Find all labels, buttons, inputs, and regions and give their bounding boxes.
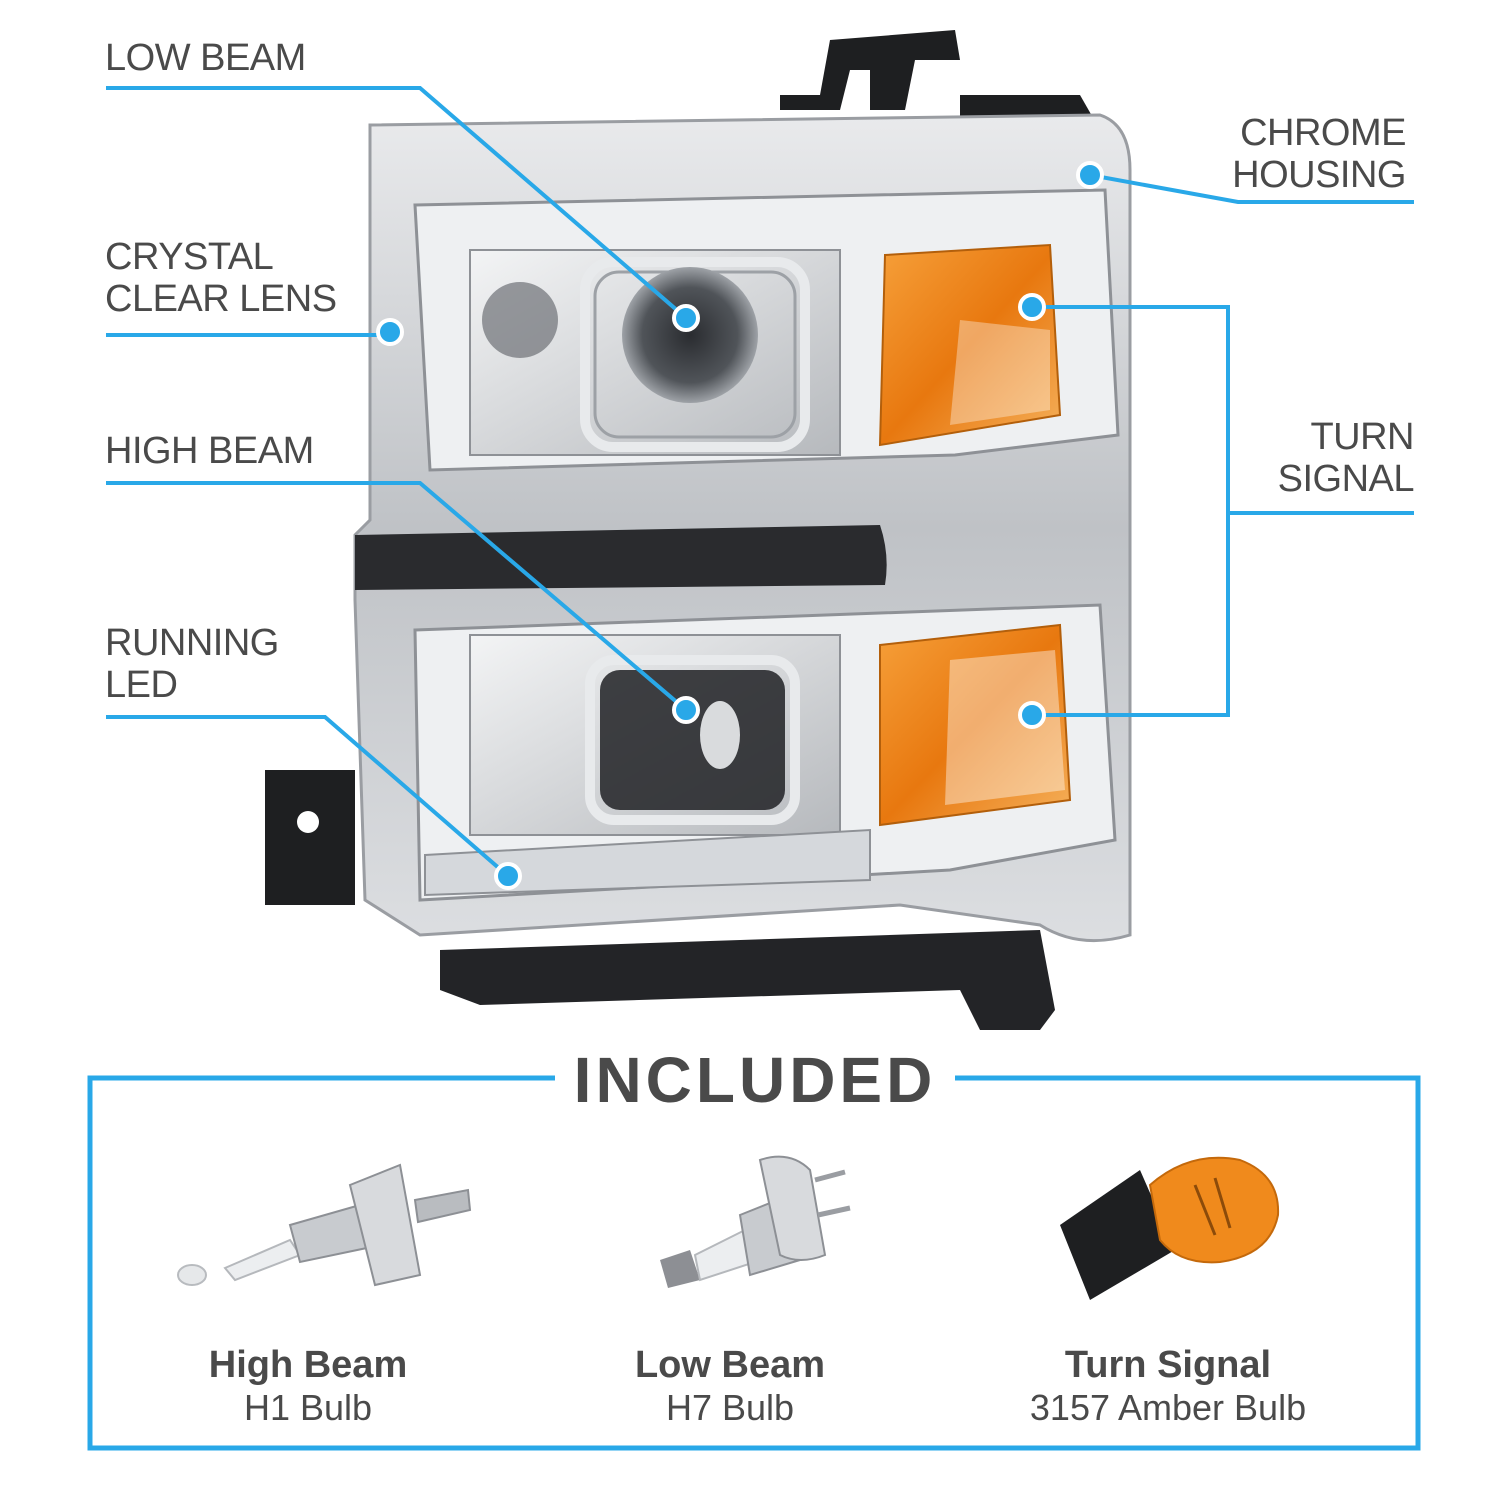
- callout-high-beam: HIGH BEAM: [105, 430, 314, 472]
- low-beam-dot: [672, 304, 700, 332]
- chrome-housing-dot: [1076, 161, 1104, 189]
- bulb-item-high-beam: High Beam H1 Bulb: [98, 1343, 518, 1429]
- callout-turn-line-2: SIGNAL: [1277, 458, 1415, 500]
- callout-running-line-1: RUNNING: [105, 622, 279, 664]
- low-beam-leader: [106, 86, 689, 321]
- callout-running-led: RUNNING LED: [105, 622, 279, 706]
- turn-signal-lower-dot: [1018, 701, 1046, 729]
- bulb-type: H7 Bulb: [665, 1387, 795, 1428]
- included-title: INCLUDED: [560, 1040, 950, 1120]
- callout-chrome-housing: CHROME HOUSING: [1150, 112, 1406, 196]
- callout-low-beam: LOW BEAM: [105, 37, 306, 79]
- bottom-trim: [440, 930, 1055, 1030]
- callout-turn-signal: TURN SIGNAL: [1200, 416, 1415, 500]
- running-led-dot: [494, 862, 522, 890]
- chrome-housing-leader: [1087, 172, 1414, 204]
- crystal-lens-dot: [376, 318, 404, 346]
- high-beam-leader: [106, 481, 689, 713]
- callout-crystal-clear-lens: CRYSTAL CLEAR LENS: [105, 236, 337, 320]
- callout-chrome-line-1: CHROME: [1240, 112, 1406, 154]
- bulb-type: 3157 Amber Bulb: [1029, 1387, 1307, 1428]
- bulb-item-turn-signal: Turn Signal 3157 Amber Bulb: [958, 1343, 1378, 1429]
- running-led-leader: [106, 715, 511, 879]
- h7-bulb-icon: [660, 1155, 851, 1288]
- callout-chrome-line-2: HOUSING: [1232, 154, 1406, 196]
- bulb-name: Low Beam: [634, 1344, 826, 1386]
- amber-3157-bulb-icon: [1060, 1156, 1280, 1300]
- callout-low-beam-line-1: LOW BEAM: [105, 37, 306, 79]
- callout-running-line-2: LED: [105, 664, 178, 706]
- callout-crystal-line-2: CLEAR LENS: [105, 278, 337, 320]
- side-mount-tab: [265, 770, 355, 905]
- callout-crystal-line-1: CRYSTAL: [105, 236, 274, 278]
- bulb-name: High Beam: [208, 1344, 408, 1386]
- callout-turn-line-1: TURN: [1310, 416, 1414, 458]
- h1-bulb-icon: [177, 1163, 472, 1287]
- turn-signal-upper-dot: [1018, 293, 1046, 321]
- bulb-name: Turn Signal: [1064, 1344, 1272, 1386]
- callout-high-beam-line-1: HIGH BEAM: [105, 430, 314, 472]
- bulb-type: H1 Bulb: [243, 1387, 373, 1428]
- bulb-item-low-beam: Low Beam H7 Bulb: [520, 1343, 940, 1429]
- high-beam-dot: [672, 696, 700, 724]
